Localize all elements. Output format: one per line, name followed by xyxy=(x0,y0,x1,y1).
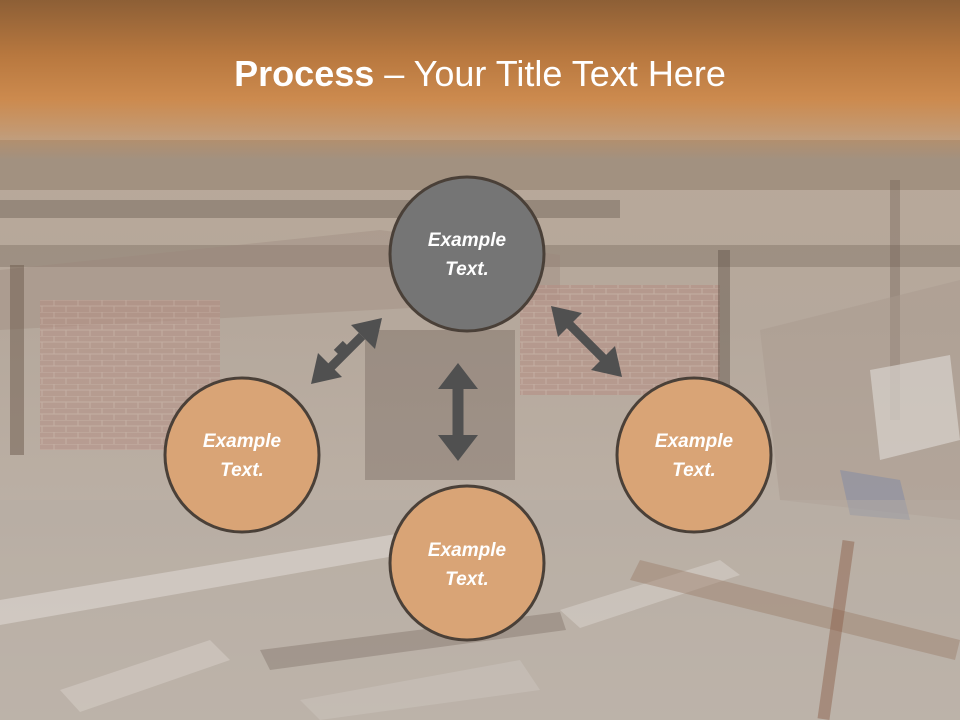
title-separator: – xyxy=(384,53,405,94)
node-left-line1: Example xyxy=(203,431,282,452)
slide-title[interactable]: Process – Your Title Text Here xyxy=(0,52,960,96)
node-right-line1: Example xyxy=(655,431,734,452)
title-rest: Your Title Text Here xyxy=(413,53,726,94)
title-bold: Process xyxy=(234,53,375,94)
node-top-line1: Example xyxy=(428,230,507,251)
node-top[interactable]: Example Text. xyxy=(388,175,546,333)
node-top-line2: Text. xyxy=(445,259,489,280)
arrow-top-left xyxy=(311,318,382,384)
arrow-vertical xyxy=(438,363,478,461)
node-left[interactable]: Example Text. xyxy=(163,376,321,534)
node-bottom-line1: Example xyxy=(428,540,507,561)
arrow-top-right xyxy=(551,306,622,377)
node-left-line2: Text. xyxy=(220,460,264,481)
title-band xyxy=(0,0,960,160)
node-bottom[interactable]: Example Text. xyxy=(388,484,546,642)
node-bottom-line2: Text. xyxy=(445,569,489,590)
node-right-line2: Text. xyxy=(672,460,716,481)
node-right[interactable]: Example Text. xyxy=(615,376,773,534)
